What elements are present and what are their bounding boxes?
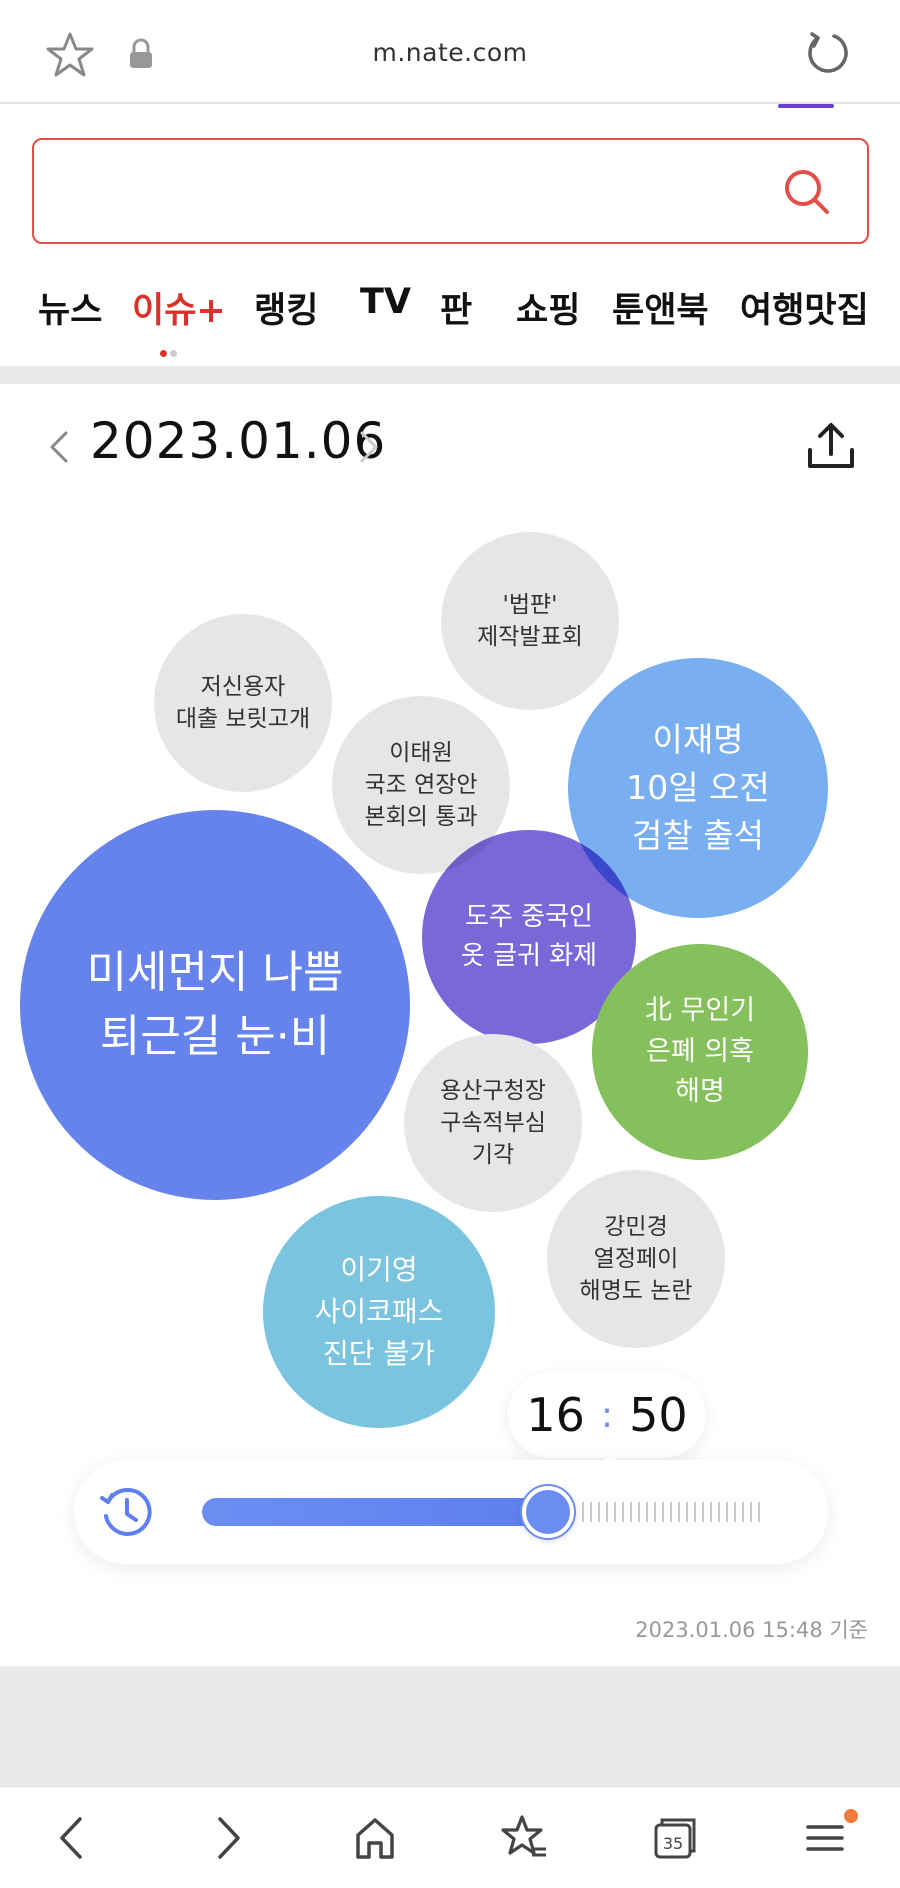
section-divider xyxy=(0,366,900,384)
footer-spacer xyxy=(0,1666,900,1786)
bookmarks-star-icon[interactable] xyxy=(500,1813,550,1863)
tab-travel-food[interactable]: 여행맛집 xyxy=(740,291,869,331)
time-minute: 50 xyxy=(629,1388,688,1442)
slider-tick xyxy=(622,1502,624,1522)
slider-tick xyxy=(654,1502,656,1522)
tabs-icon: 35 xyxy=(654,1818,696,1859)
issue-bubble-label: 이기영 사이코패스 진단 불가 xyxy=(314,1253,444,1370)
slider-tick xyxy=(718,1502,720,1522)
slider-tick xyxy=(702,1502,704,1522)
slider-tick xyxy=(750,1502,752,1522)
slider-tick xyxy=(606,1502,608,1522)
slider-tick xyxy=(694,1502,696,1522)
clock-icon[interactable] xyxy=(98,1484,156,1542)
reload-icon[interactable] xyxy=(804,28,854,78)
slider-tick xyxy=(630,1502,632,1522)
time-slider-fill xyxy=(202,1498,548,1526)
slider-tick xyxy=(646,1502,648,1522)
page-load-indicator xyxy=(778,104,834,108)
share-icon[interactable] xyxy=(804,420,858,474)
slider-tick xyxy=(590,1502,592,1522)
slider-tick xyxy=(670,1502,672,1522)
slider-tick xyxy=(638,1502,640,1522)
tab-ranking[interactable]: 랭킹 xyxy=(254,291,319,331)
chevron-left-icon[interactable] xyxy=(48,430,70,464)
slider-tick xyxy=(582,1502,584,1522)
menu-icon[interactable] xyxy=(800,1813,850,1863)
issue-bubble[interactable]: 용산구청장 구속적부심 기각 xyxy=(404,1034,582,1212)
issue-bubble[interactable]: 저신용자 대출 보릿고개 xyxy=(154,614,332,792)
update-timestamp: 2023.01.06 15:48 기준 xyxy=(635,1618,868,1642)
back-icon[interactable] xyxy=(48,1813,98,1863)
issue-bubble-label: 이태원 국조 연장안 본회의 통과 xyxy=(364,739,478,831)
notification-dot xyxy=(844,1809,858,1823)
issue-bubble[interactable]: '법퍈' 제작발표회 xyxy=(441,532,619,710)
slider-tick xyxy=(662,1502,664,1522)
issue-date: 2023.01.06 xyxy=(90,412,387,470)
forward-icon[interactable] xyxy=(202,1813,252,1863)
slider-tick xyxy=(710,1502,712,1522)
category-tabs: 뉴스 이슈+ 랭킹 TV 판 쇼핑 툰앤북 여행맛집 xyxy=(0,282,900,352)
time-hour: 16 xyxy=(526,1388,585,1442)
tab-count: 35 xyxy=(663,1834,683,1853)
issue-bubble-label: 北 무인기 은폐 의혹 해명 xyxy=(644,995,756,1108)
tabs-button[interactable]: 35 xyxy=(650,1813,700,1863)
issue-bubble-label: 용산구청장 구속적부심 기각 xyxy=(440,1077,546,1169)
issue-bubble-label: 미세먼지 나쁨 퇴근길 눈·비 xyxy=(86,947,344,1062)
tab-tv[interactable]: TV xyxy=(360,282,411,322)
lock-icon xyxy=(130,38,152,68)
tab-toon-and-book[interactable]: 툰앤북 xyxy=(612,291,709,331)
issue-bubble-label: 이재명 10일 오전 검찰 출석 xyxy=(626,720,770,855)
browser-address-bar: m.nate.com xyxy=(0,0,900,104)
issue-bubble[interactable]: 미세먼지 나쁨 퇴근길 눈·비 xyxy=(20,810,410,1200)
time-slider-thumb[interactable] xyxy=(522,1486,574,1538)
slider-tick xyxy=(742,1502,744,1522)
tab-page-indicator xyxy=(160,342,180,361)
tab-shopping[interactable]: 쇼핑 xyxy=(516,291,581,331)
browser-bottom-nav: 35 xyxy=(0,1786,900,1888)
issue-bubble[interactable]: 이기영 사이코패스 진단 불가 xyxy=(263,1196,495,1428)
search-box xyxy=(32,138,869,244)
bookmark-star-icon[interactable] xyxy=(44,30,96,80)
time-separator: : xyxy=(600,1394,614,1436)
search-input[interactable] xyxy=(54,160,774,222)
issue-bubble-label: 강민경 열정페이 해명도 논란 xyxy=(579,1213,693,1305)
slider-tick xyxy=(726,1502,728,1522)
time-slider[interactable] xyxy=(202,1486,772,1538)
issue-bubble[interactable]: 北 무인기 은폐 의혹 해명 xyxy=(592,944,808,1160)
issue-bubble-label: 도주 중국인 옷 글귀 화제 xyxy=(460,902,598,971)
issue-bubble-label: 저신용자 대출 보릿고개 xyxy=(175,673,311,732)
tab-issue-plus[interactable]: 이슈+ xyxy=(132,291,226,331)
search-icon[interactable] xyxy=(781,166,833,218)
time-slider-ticks xyxy=(582,1502,766,1522)
slider-tick xyxy=(758,1502,760,1522)
issue-bubble-label: '법퍈' 제작발표회 xyxy=(477,591,583,650)
slider-tick xyxy=(614,1502,616,1522)
slider-tick xyxy=(598,1502,600,1522)
url-text[interactable]: m.nate.com xyxy=(372,38,528,67)
slider-tick xyxy=(686,1502,688,1522)
slider-tick xyxy=(734,1502,736,1522)
issue-bubble-cloud: '법퍈' 제작발표회 저신용자 대출 보릿고개 이태원 국조 연장안 본회의 통… xyxy=(0,520,900,1440)
home-icon[interactable] xyxy=(350,1813,400,1863)
tab-pan[interactable]: 판 xyxy=(440,291,473,331)
time-tooltip: 16 : 50 xyxy=(508,1372,706,1458)
tab-news[interactable]: 뉴스 xyxy=(38,291,103,331)
slider-tick xyxy=(678,1502,680,1522)
chevron-right-icon[interactable] xyxy=(358,430,380,464)
time-slider-card xyxy=(74,1460,828,1564)
issue-bubble[interactable]: 강민경 열정페이 해명도 논란 xyxy=(547,1170,725,1348)
